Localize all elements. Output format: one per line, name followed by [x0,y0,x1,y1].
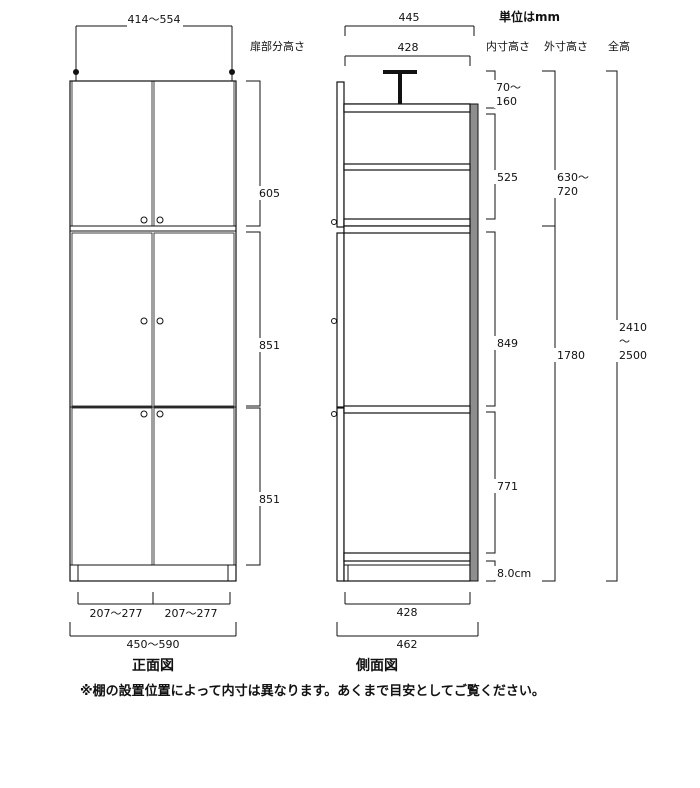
inner-height-upper: 525 [497,171,518,184]
side-cabinet-body [336,81,479,582]
side-view-caption: 側面図 [355,657,398,674]
height-dimension-columns: 単位はmm 内寸高さ 外寸高さ 全高 70～ 160 525 849 771 8… [486,9,652,582]
side-total-depth-dimension: 462 [336,622,479,651]
side-view: 445 428 [331,11,479,674]
total-height-header: 全高 [608,39,630,53]
total-height-dimension: 2410 ～ 2500 [606,70,652,582]
door-width-right: 207～277 [165,607,218,620]
inner-height-top-line2: 160 [496,95,517,108]
door-height-middle: 851 [259,339,280,352]
door-knob-icon [140,216,164,418]
inner-height-lower: 771 [497,480,518,493]
inner-height-plinth: 8.0cm [497,567,531,580]
side-inner-depth-top-dimension: 428 [344,40,471,66]
outer-height-upper-line2: 720 [557,185,578,198]
unit-label: 単位はmm [499,9,560,24]
outer-height-dimensions: 630～ 720 1780 [542,70,590,582]
anti-tip-fixture-icon [73,69,235,82]
side-inner-depth-bottom-dimension: 428 [344,592,471,619]
front-view-caption: 正面図 [132,658,174,674]
side-outer-depth-label: 445 [399,11,420,24]
side-inner-depth-bottom-label: 428 [397,606,418,619]
front-view: 414～554 扉部分高さ [69,13,305,674]
anti-tip-pole-icon [383,70,417,108]
total-height-line3: 2500 [619,349,647,362]
door-width-dimensions: 207～277 207～277 [77,592,231,620]
front-top-width-dimension: 414～554 [75,13,233,72]
door-height-lower: 851 [259,493,280,506]
side-outer-depth-dimension: 445 [344,11,475,36]
side-inner-depth-top-label: 428 [398,41,419,54]
inner-height-dimensions: 70～ 160 525 849 771 8.0cm [486,70,531,582]
outer-height-header: 外寸高さ [544,39,588,53]
door-height-upper: 605 [259,187,280,200]
side-knob-icon [331,219,337,417]
outer-height-upper-line1: 630～ [557,171,589,184]
outer-height-lower: 1780 [557,349,585,362]
front-total-width-dimension: 450～590 [69,622,237,651]
total-height-line2: ～ [619,335,630,348]
front-top-width-label: 414～554 [128,13,181,26]
footnote: ※棚の設置位置によって内寸は異なります。あくまで目安としてご覧ください。 [80,683,545,699]
door-height-dimensions: 605 851 851 [246,80,284,566]
inner-height-middle: 849 [497,337,518,350]
front-cabinet-body [69,80,237,582]
inner-height-top-line1: 70～ [496,81,521,94]
door-height-header: 扉部分高さ [250,39,305,53]
side-total-depth-label: 462 [397,638,418,651]
inner-height-header: 内寸高さ [486,39,530,53]
front-total-width-label: 450～590 [127,638,180,651]
door-width-left: 207～277 [90,607,143,620]
total-height-line1: 2410 [619,321,647,334]
